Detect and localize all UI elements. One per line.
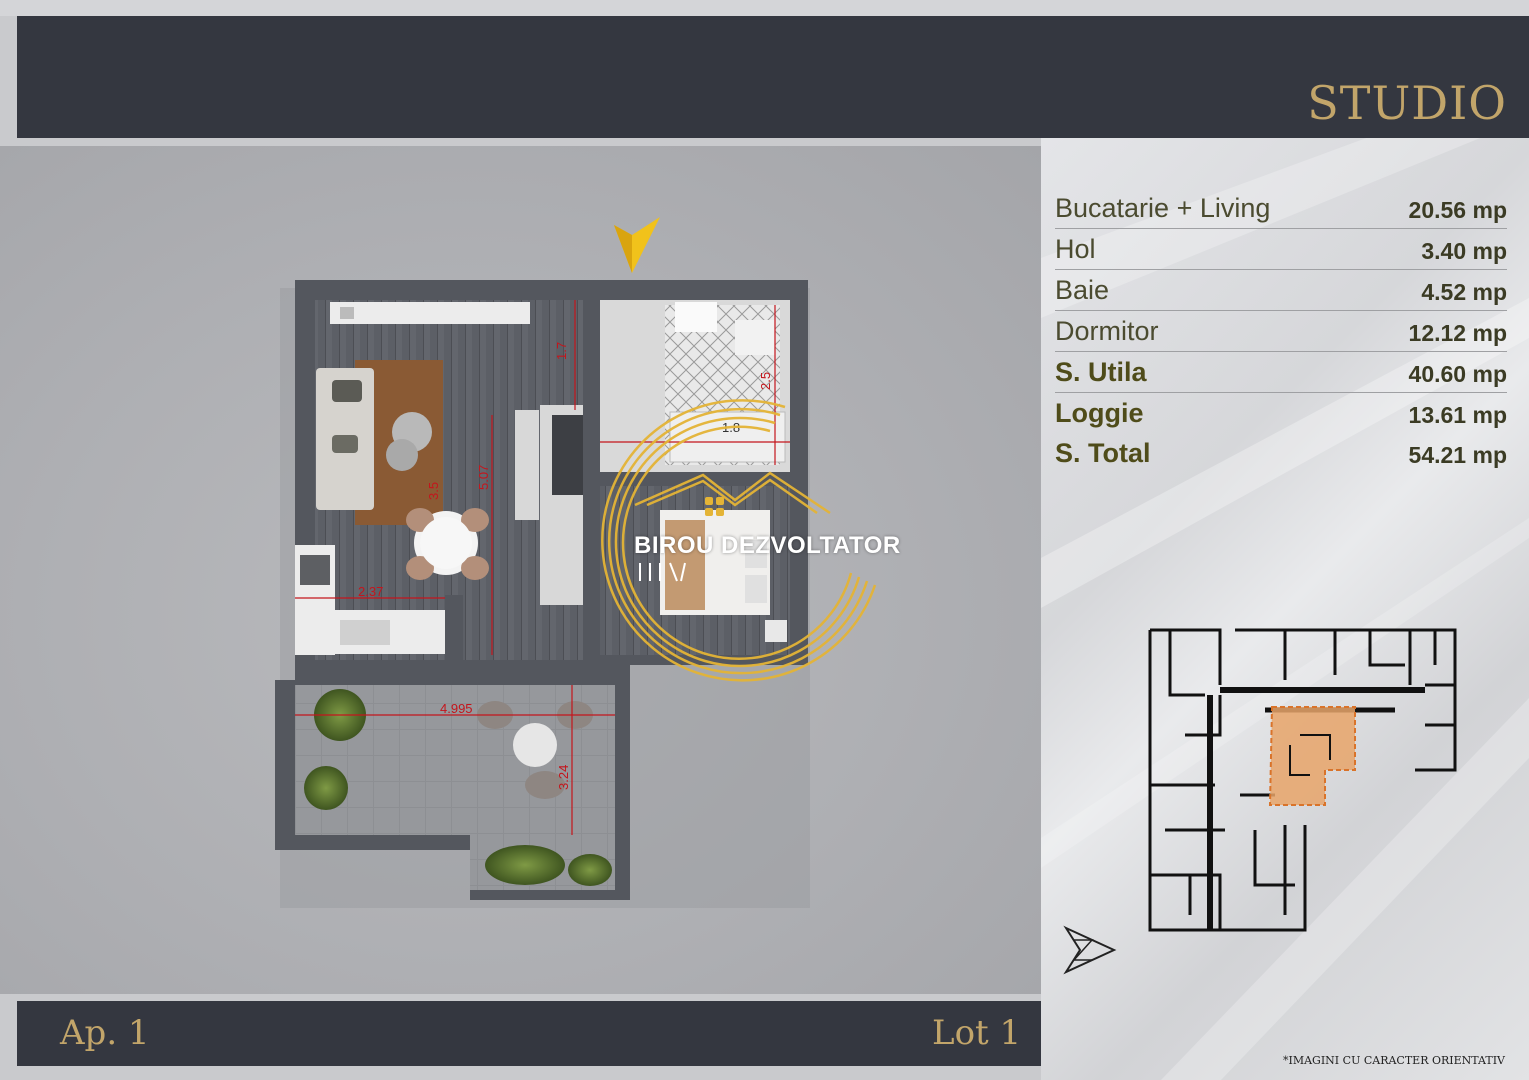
dimension-label: 4.995	[440, 701, 473, 716]
lot-label: Lot 1	[932, 1013, 1022, 1053]
area-label: Dormitor	[1055, 316, 1159, 346]
area-label: Hol	[1055, 234, 1096, 264]
header-bar	[17, 16, 1529, 138]
dimension-label: 3.24	[556, 765, 571, 790]
entrance-arrow-icon	[614, 217, 660, 273]
area-value: 13.61 mp	[1408, 402, 1507, 428]
north-compass-icon	[1063, 925, 1117, 975]
area-row-loggia: Loggie 13.61 mp	[1055, 393, 1507, 433]
area-label: S. Total	[1055, 438, 1151, 468]
area-row-kitchen-living: Bucatarie + Living 20.56 mp	[1055, 188, 1507, 229]
watermark-text: BIROU DEZVOLTATOR	[634, 532, 901, 559]
area-list: Bucatarie + Living 20.56 mp Hol 3.40 mp …	[1055, 188, 1507, 473]
dimension-label: 3.5	[426, 482, 441, 500]
top-strip	[0, 0, 1529, 16]
area-label: Loggie	[1055, 398, 1144, 428]
disclaimer-text: *IMAGINI CU CARACTER ORIENTATIV	[1283, 1054, 1505, 1067]
area-value: 12.12 mp	[1408, 320, 1507, 346]
area-row-bathroom: Baie 4.52 mp	[1055, 270, 1507, 311]
area-row-hallway: Hol 3.40 mp	[1055, 229, 1507, 270]
dimension-label: 2.37	[358, 584, 383, 599]
area-label: Bucatarie + Living	[1055, 193, 1271, 223]
area-value: 4.52 mp	[1421, 279, 1507, 305]
area-row-total-area: S. Total 54.21 mp	[1055, 433, 1507, 473]
area-row-usable-area: S. Utila 40.60 mp	[1055, 352, 1507, 393]
area-value: 40.60 mp	[1408, 361, 1507, 387]
house-logo-icon	[601, 399, 877, 682]
page-title: STUDIO	[1307, 76, 1507, 130]
area-value: 3.40 mp	[1421, 238, 1507, 264]
floor-plan: 1.7 5.07 2.37 1.8 2.5 4.995 3.24 3.5	[275, 280, 810, 908]
footer-bar	[17, 1001, 1041, 1066]
area-value: 54.21 mp	[1408, 442, 1507, 468]
dimension-label: 2.5	[758, 372, 773, 390]
area-row-bedroom: Dormitor 12.12 mp	[1055, 311, 1507, 352]
apartment-label: Ap. 1	[60, 1013, 150, 1053]
dimension-label: 5.07	[476, 465, 491, 490]
key-plan	[1148, 628, 1457, 932]
area-label: Baie	[1055, 275, 1110, 305]
area-label: S. Utila	[1055, 357, 1147, 387]
area-value: 20.56 mp	[1408, 197, 1507, 223]
dimension-label: 1.7	[554, 342, 569, 360]
